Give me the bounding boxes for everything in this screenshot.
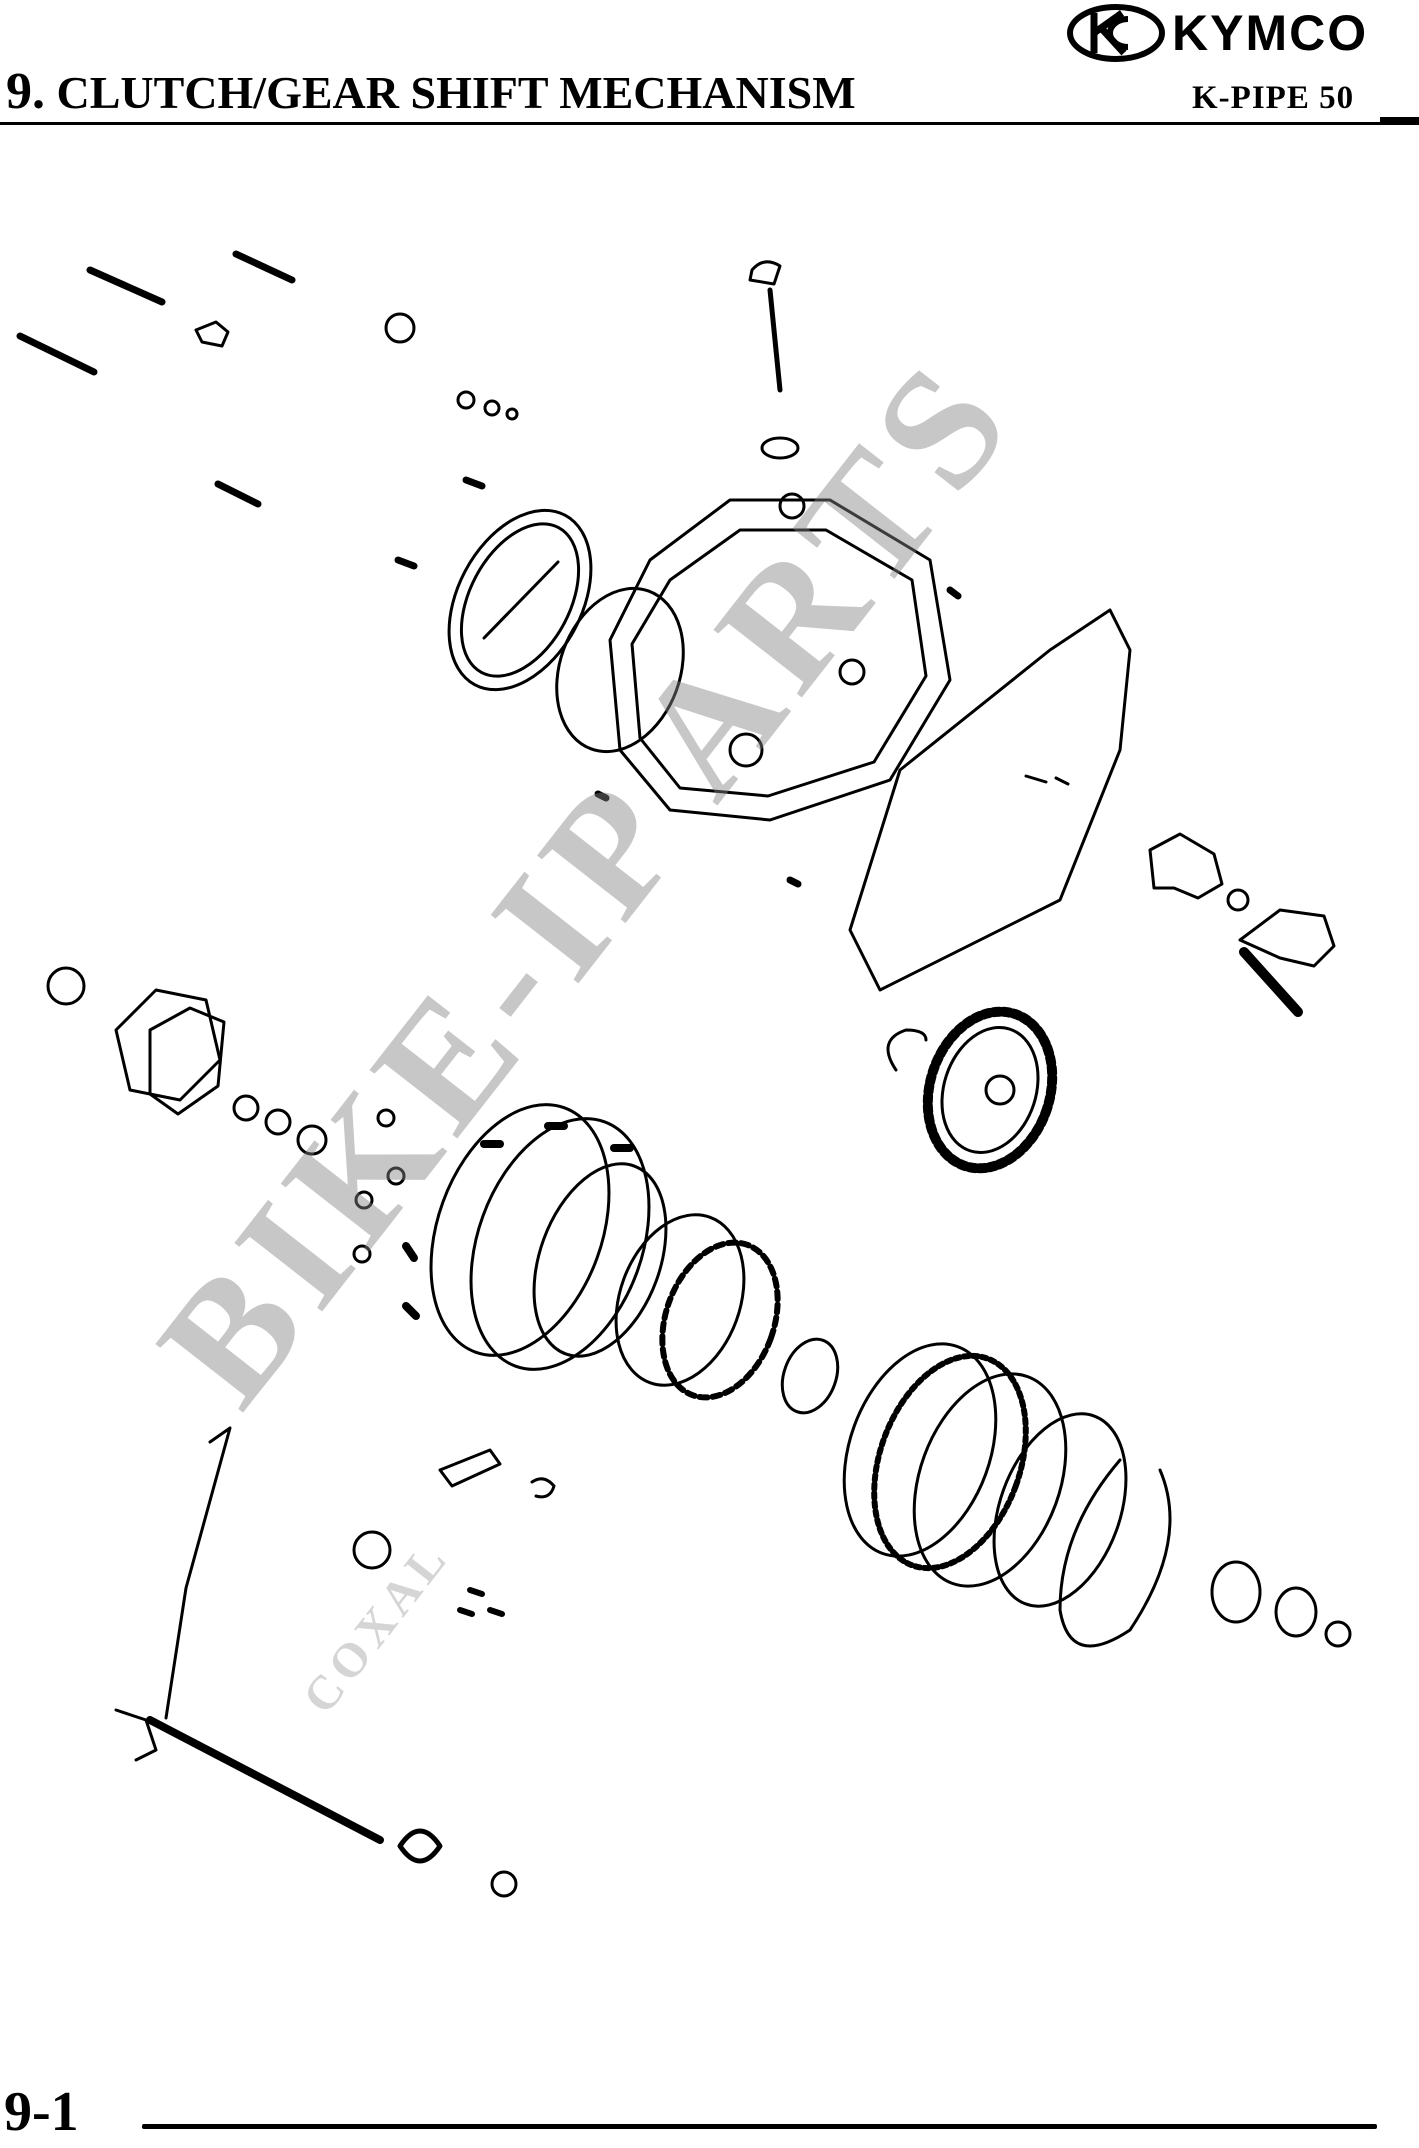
- crankcase-cover-part: [555, 492, 952, 822]
- holder-gasket-part: [148, 1006, 226, 1116]
- dowel-pin-part: [594, 586, 962, 888]
- circlip-part: [886, 1028, 928, 1072]
- brand-name: KYMCO: [1172, 5, 1369, 61]
- nut-part: [384, 312, 416, 344]
- kymco-logo: KYMCO: [1066, 2, 1406, 64]
- arm-part: [1238, 908, 1336, 968]
- page-number: 9-1: [4, 2081, 79, 2143]
- section-title: CLUTCH/GEAR SHIFT MECHANISM: [56, 67, 856, 118]
- section-number: 9.: [6, 63, 45, 120]
- clutch-hub-part: [614, 1213, 840, 1415]
- cam-part: [1148, 832, 1224, 900]
- snap-ring-part: [1058, 1458, 1172, 1648]
- screw-part: [394, 476, 486, 570]
- model-name: K-PIPE 50: [1192, 80, 1355, 116]
- dowel-part: [457, 1587, 505, 1617]
- footer-rule: [142, 2124, 1377, 2129]
- lock-washer-part: [232, 1094, 328, 1156]
- cover-plate-part: [447, 508, 593, 692]
- arm-rod-part: [1239, 947, 1303, 1017]
- stopper-spring-part: [530, 1477, 556, 1499]
- header-rule-end: [1380, 117, 1419, 123]
- needle-bearing-part: [1210, 1560, 1352, 1648]
- drum-cam-part: [352, 1530, 392, 1570]
- bearing-part: [46, 966, 86, 1006]
- clutch-spring-part: [402, 1122, 634, 1320]
- seal-part: [490, 1870, 518, 1898]
- oil-dipstick-part: [748, 260, 800, 460]
- primary-gear-part: [922, 1006, 1058, 1174]
- kymco-emblem-icon: [1067, 4, 1165, 62]
- bearing-holder-part: [114, 988, 222, 1102]
- gasket-part: [848, 608, 1132, 992]
- lever-part: [1024, 774, 1070, 786]
- header-rule: [0, 122, 1419, 125]
- bracket-part: [194, 320, 230, 348]
- clutch-plate-part: [842, 1342, 1128, 1608]
- exploded-parts-diagram: [16, 250, 1352, 1898]
- bolt-part: [16, 250, 296, 508]
- stopper-arm-part: [438, 1448, 502, 1488]
- page-title: 9. CLUTCH/GEAR SHIFT MECHANISM: [6, 62, 856, 121]
- gearshift-spindle-part: [114, 1426, 384, 1844]
- clutch-bolt-part: [352, 1108, 406, 1264]
- clutch-outer-part: [429, 1103, 668, 1371]
- washer-part: [456, 390, 519, 421]
- return-spring-part: [397, 1828, 443, 1864]
- oil-seal-part: [1226, 888, 1250, 912]
